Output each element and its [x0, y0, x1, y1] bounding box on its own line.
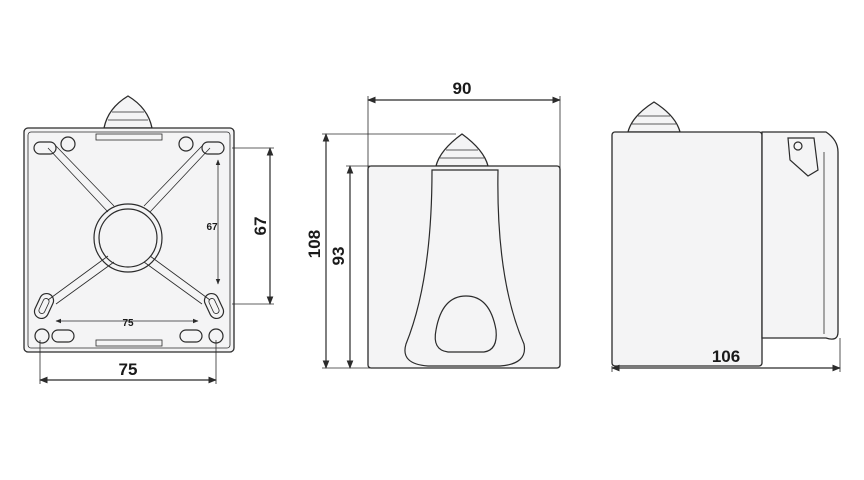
rear-boss-lower-left	[33, 292, 55, 320]
side-top-knob	[627, 101, 681, 133]
rear-width-label: 75	[119, 360, 138, 379]
side-hinge-pin	[793, 141, 803, 151]
front-window	[434, 295, 497, 353]
side-depth-label: 106	[712, 347, 740, 366]
rear-top-slot	[95, 133, 163, 141]
rear-bottom-slot	[95, 339, 163, 347]
front-total-height-label: 108	[305, 230, 324, 258]
front-body-height-label: 93	[329, 247, 348, 266]
rear-center-boss	[93, 203, 163, 273]
rear-hole-bottom-left	[34, 328, 50, 344]
rear-hole-top-right	[178, 136, 194, 152]
rear-slot-bottom-left	[51, 329, 75, 343]
rear-slot-bottom-right	[179, 329, 203, 343]
rear-hole-top-left	[60, 136, 76, 152]
rear-center-hole	[98, 208, 158, 268]
side-hinge	[787, 137, 819, 177]
rear-inner-width-label: 75	[122, 318, 134, 329]
front-view: 90 108 93	[305, 79, 561, 369]
rear-boss-lower-right	[203, 292, 225, 320]
side-cover	[761, 131, 839, 340]
rear-slot-top-right	[201, 141, 225, 155]
front-box-outline	[367, 165, 561, 369]
rear-view: 67 75 67 75	[23, 95, 274, 384]
side-view: 106	[611, 101, 841, 372]
rear-slot-top-left	[33, 141, 57, 155]
front-width-label: 90	[453, 79, 472, 98]
rear-height-label: 67	[251, 217, 270, 236]
rear-box-outline	[23, 127, 235, 353]
side-box-outline	[611, 131, 763, 367]
front-flared-element	[404, 169, 526, 367]
rear-inner-height-label: 67	[206, 222, 218, 233]
